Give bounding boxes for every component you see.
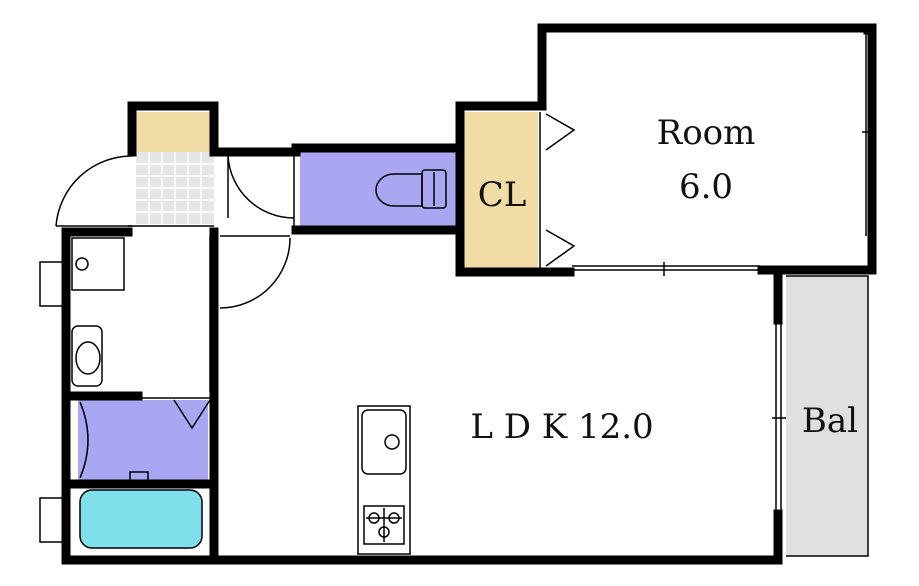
thin-lines <box>39 34 876 557</box>
walls <box>61 23 877 565</box>
closet-label: CL <box>478 175 527 215</box>
entry-storage-area <box>136 112 210 152</box>
washroom-curtain <box>79 401 89 479</box>
toilet-room-area <box>300 152 456 226</box>
genkan-tile-grid <box>136 152 214 224</box>
bath-tub <box>79 489 203 549</box>
ldk-label: L D K 12.0 <box>470 407 653 447</box>
washroom-purple-area <box>78 400 208 482</box>
closet-area <box>464 112 538 270</box>
room-size-label: 6.0 <box>679 167 733 207</box>
balcony-label: Bal <box>802 401 858 441</box>
room-name-label: Room <box>657 113 756 153</box>
balcony-area <box>786 276 868 556</box>
